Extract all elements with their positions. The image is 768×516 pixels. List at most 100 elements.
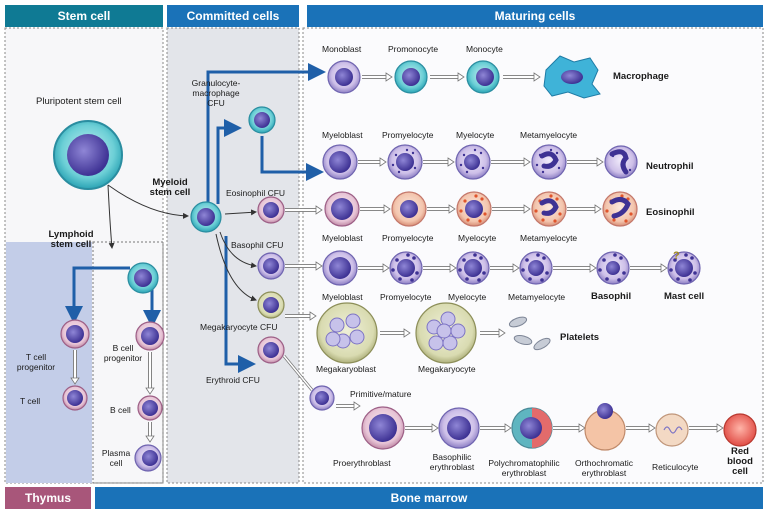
gm-cfu-to-myeloblast-arrow [260,136,324,181]
lymphoid-to-t-progenitor-arrow [65,266,130,324]
label-metamyelocyte-3: Metamyelocyte [508,292,566,302]
lymphoid-arrow-plasma [145,422,155,443]
myeloid-stem-cell [190,201,222,233]
arrow-monocyte-macrophage [503,72,541,82]
lymphoid-arrow-t [70,350,80,385]
t-cell-progenitor [60,319,90,349]
megakaryocyte-cfu-cell [257,291,285,319]
label-orthochromatic-erythroblast: Orthochromatic erythroblast [574,458,634,478]
header-stem-cell: Stem cell [57,9,111,23]
platelets-icon [508,316,551,351]
arrow-b5 [630,263,668,273]
megakaryocyte-cell [415,302,477,364]
footer-bone-marrow: Bone marrow [390,491,468,505]
arrow-monoblast-promonocyte [362,72,393,82]
polychromatophilic-erythroblast-cell [511,407,553,449]
mast-cell [667,251,701,285]
pluripotent-to-lymphoid-arrow [107,184,115,249]
myeloblast-n [322,144,358,180]
thymus-panel [6,242,92,483]
footer-thymus: Thymus [24,491,71,505]
label-erythroid-cfu: Erythroid CFU [206,375,260,385]
label-metamyelocyte-1: Metamyelocyte [520,130,578,140]
orthochromatic-erythroblast-cell [584,403,626,451]
arrow-n4 [567,157,604,167]
question-mark: ? [673,250,680,262]
arrow-e4 [567,204,602,214]
arrow-b3 [490,263,520,273]
label-red-blood-cell: Red blood cell [727,446,753,477]
basophil-cfu-cell [257,252,285,280]
label-myeloid-stem-cell: Myeloid stem cell [149,177,191,198]
label-t-cell: T cell [20,396,41,406]
label-monocyte: Monocyte [466,44,503,54]
maturation-arrows [70,72,724,443]
label-basophil-cfu: Basophil CFU [231,240,284,250]
myeloid-to-gm-cfu-arrow [216,119,242,204]
myeloblast-e [324,191,360,227]
promyelocyte-b [389,251,423,285]
monoblast-cell [327,60,361,94]
erythroid-cfu-cell [257,336,285,364]
label-eosinophil: Eosinophil [646,207,695,218]
header-committed-cells: Committed cells [186,9,280,23]
arrow-n3 [491,157,531,167]
label-metamyelocyte-2: Metamyelocyte [520,233,578,243]
arrow-mega-cfu [285,311,317,321]
primitive-erythroid-cell [309,385,335,411]
label-reticulocyte: Reticulocyte [652,462,699,472]
lymphoid-stem-cell [127,262,159,294]
header-maturing-cells: Maturing cells [494,9,576,23]
arrow-e3 [492,204,531,214]
label-pluripotent: Pluripotent stem cell [36,96,122,107]
label-t-progenitor: T cell progenitor [16,352,56,372]
label-myeloblast-1: Myeloblast [322,130,363,140]
label-basophil: Basophil [591,291,632,302]
label-proerythroblast: Proerythroblast [333,458,391,468]
basophilic-erythroblast-cell [438,407,480,449]
label-promyelocyte-3: Promyelocyte [380,292,432,302]
label-lymphoid-stem-cell: Lymphoid stem cell [48,229,94,250]
pluripotent-to-myeloid-arrow [107,184,189,219]
arrow-ery5 [689,423,724,433]
promyelocyte-n [387,144,423,180]
arrow-e2 [427,204,456,214]
arrow-b1 [358,263,390,273]
label-megakaryoblast: Megakaryoblast [316,364,377,374]
label-myelocyte-2: Myelocyte [458,233,497,243]
label-promonocyte: Promonocyte [388,44,439,54]
label-promyelocyte-1: Promyelocyte [382,130,434,140]
label-platelets: Platelets [560,332,600,343]
metamyelocyte-e [531,191,567,227]
basophil-cell [596,251,630,285]
myeloid-to-monoblast-arrow [206,63,326,204]
megakaryoblast-cell [316,302,378,364]
arrow-mega2 [480,328,506,338]
arrow-eos-cfu [285,205,323,215]
arrow-n2 [423,157,455,167]
label-myeloblast-3: Myeloblast [322,292,363,302]
myeloid-to-erythroid-arrow [224,236,256,373]
label-gm-cfu: Granulocyte- macrophage CFU [191,78,241,108]
b-cell-progenitor [135,321,165,351]
arrow-ery3 [553,423,586,433]
label-megakaryocyte-cfu: Megakaryocyte CFU [200,322,278,332]
promyelocyte-e [391,191,427,227]
label-polychromatophilic-erythroblast: Polychromatophilic erythroblast [488,458,560,478]
arrow-ery4 [626,423,656,433]
cells-layer [53,55,757,472]
metamyelocyte-n [531,144,567,180]
label-b-cell: B cell [110,405,131,415]
label-macrophage: Macrophage [613,71,669,82]
eosinophil-cfu-cell [257,196,285,224]
metamyelocyte-b [519,251,553,285]
label-myelocyte-3: Myelocyte [448,292,487,302]
gm-cfu-cell [248,106,276,134]
arrow-ery2 [480,423,512,433]
arrow-ery1 [405,423,439,433]
arrow-bas-cfu [285,261,323,271]
promonocyte-cell [394,60,428,94]
arrow-promonocyte-monocyte [430,72,465,82]
